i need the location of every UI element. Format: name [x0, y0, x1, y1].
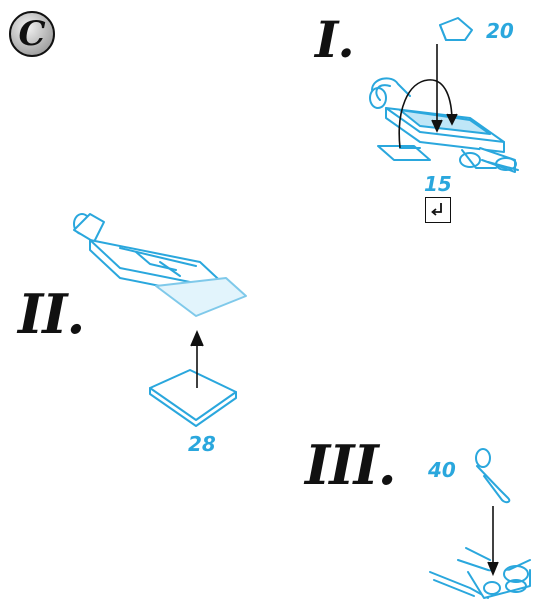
step-2-frame — [73, 213, 231, 303]
step-1-arrows — [398, 44, 458, 149]
step-1-label: I. — [315, 10, 355, 69]
part-28-plate — [149, 369, 237, 427]
section-badge: C — [8, 10, 56, 58]
step-3-arrow — [487, 506, 499, 577]
step-3-assembly — [429, 547, 531, 599]
part-20-block — [439, 17, 473, 41]
tighten-arrow-icon — [425, 197, 451, 223]
step-1-frame — [369, 77, 519, 173]
step-2-arrow — [190, 329, 204, 388]
section-letter: C — [18, 14, 46, 54]
part-number-28: 28 — [188, 432, 216, 456]
part-number-20: 20 — [486, 19, 514, 43]
part-number-15: 15 — [424, 172, 452, 196]
part-number-40: 40 — [428, 458, 456, 482]
badge-circle-icon — [9, 11, 55, 57]
step-3-label: III. — [305, 433, 397, 497]
part-40-clip — [475, 448, 511, 504]
step-2-label: II. — [18, 282, 85, 346]
